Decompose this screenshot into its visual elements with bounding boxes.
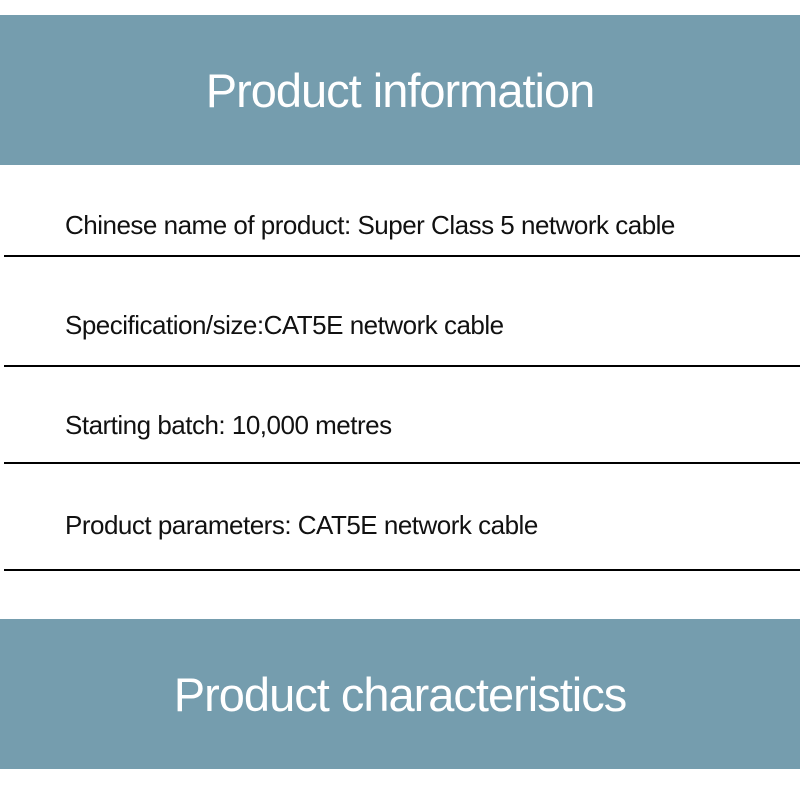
product-characteristics-banner: Product characteristics	[0, 619, 800, 769]
info-row-text: Chinese name of product: Super Class 5 n…	[65, 210, 675, 240]
info-row: Specification/size:CAT5E network cable	[4, 300, 800, 367]
info-row: Starting batch: 10,000 metres	[4, 400, 800, 464]
info-row-text: Specification/size:CAT5E network cable	[65, 310, 504, 340]
info-row: Chinese name of product: Super Class 5 n…	[4, 200, 800, 257]
section-title: Product information	[205, 63, 596, 117]
product-information-banner: Product information	[0, 15, 800, 165]
section-title: Product characteristics	[173, 667, 627, 721]
info-row-text: Starting batch: 10,000 metres	[65, 410, 392, 440]
info-row: Product parameters: CAT5E network cable	[4, 500, 800, 571]
info-row-text: Product parameters: CAT5E network cable	[65, 510, 538, 540]
